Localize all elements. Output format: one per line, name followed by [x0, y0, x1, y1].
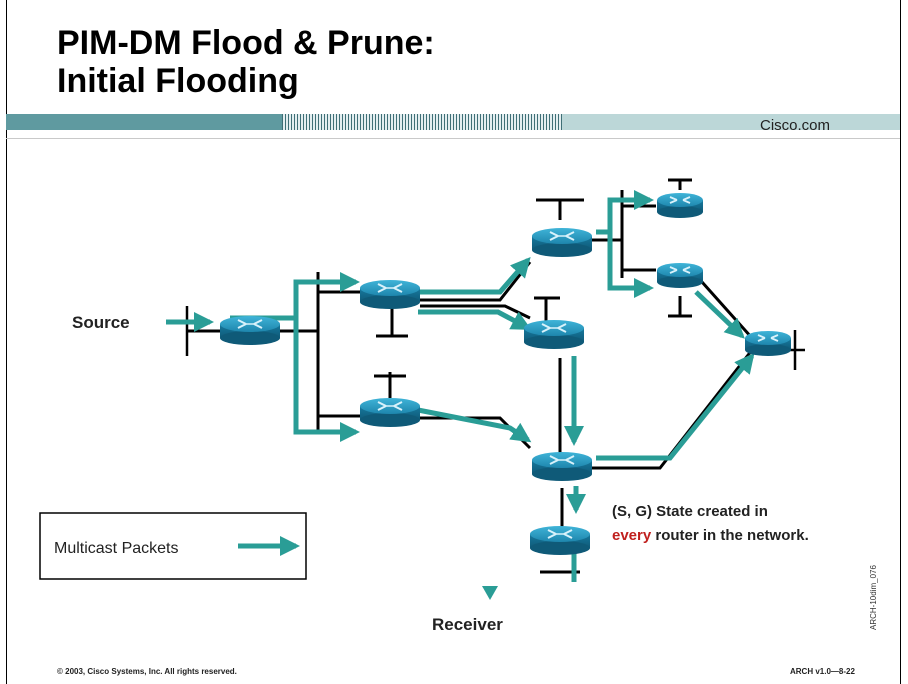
slide-title: PIM-DM Flood & Prune: Initial Flooding: [57, 24, 435, 100]
state-note-line-1: (S, G) State created in: [612, 503, 768, 520]
slide-frame-right: [900, 0, 901, 684]
router-source: [219, 315, 281, 346]
header-band-pattern: [282, 114, 562, 130]
routers: [219, 192, 792, 556]
receiver-label: Receiver: [432, 615, 503, 634]
footer-copyright: © 2003, Cisco Systems, Inc. All rights r…: [57, 667, 237, 676]
state-note-line-2: every router in the network.: [612, 527, 809, 544]
state-note-rest: router in the network.: [651, 527, 809, 544]
title-line-2: Initial Flooding: [57, 62, 299, 100]
router-r3: [531, 227, 593, 258]
cisco-brand: Cisco.com: [760, 117, 831, 134]
router-r5: [531, 451, 593, 482]
header-divider: [6, 138, 900, 139]
router-r1: [359, 279, 421, 310]
source-label: Source: [72, 313, 130, 332]
title-line-1: PIM-DM Flood & Prune:: [57, 24, 435, 62]
legend-label: Multicast Packets: [54, 540, 178, 557]
side-code: ARCH-10dim_076: [869, 565, 878, 630]
legend: Multicast Packets: [39, 512, 307, 580]
router-r6: [656, 192, 704, 219]
footer-page-code: ARCH v1.0—8-22: [790, 667, 855, 676]
header-band-dark: [6, 114, 282, 130]
router-r2: [359, 397, 421, 428]
router-receiver: [529, 525, 591, 556]
router-r8: [744, 330, 792, 357]
receiver-arrow-icon: [482, 586, 498, 600]
slide-frame-left: [6, 0, 7, 684]
router-r7: [656, 262, 704, 289]
state-note-highlight: every: [612, 527, 652, 544]
router-r4: [523, 319, 585, 350]
